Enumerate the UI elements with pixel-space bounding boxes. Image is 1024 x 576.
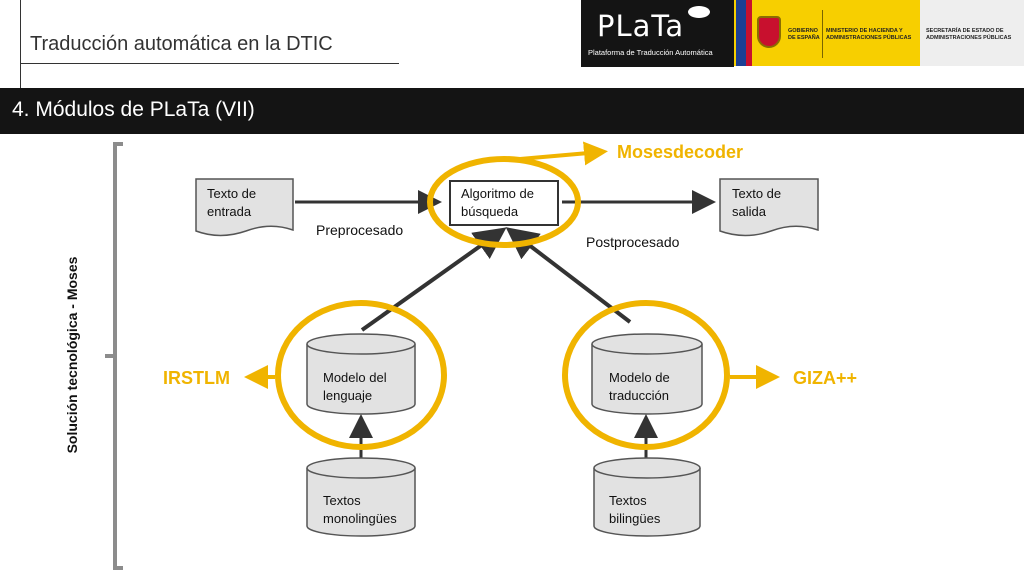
node-search-shape (449, 180, 559, 226)
node-output-line1: Texto de (732, 186, 782, 201)
tool-label-irstlm: IRSTLM (163, 368, 230, 388)
node-tm-line2: traducción (609, 388, 669, 403)
arrow-to-decoder-label (519, 141, 608, 166)
node-search-label: Algoritmo de búsqueda (461, 185, 534, 221)
node-mono-shape (306, 457, 416, 537)
secretaria-logo: SECRETARÍA DE ESTADO DE ADMINISTRACIONES… (920, 0, 1024, 66)
node-tm-line1: Modelo de (609, 370, 670, 385)
node-input-label: Texto de entrada (207, 185, 256, 221)
header-vertical-line (20, 0, 21, 88)
government-logo-separator (822, 10, 823, 58)
plata-logo-subtitle: Plataforma de Traducción Automática (588, 48, 713, 57)
decoder-highlight-ring (427, 156, 581, 248)
header-underline (20, 63, 399, 64)
node-search-line1: Algoritmo de (461, 186, 534, 201)
node-output-shape (719, 178, 819, 237)
header-title: Traducción automática en la DTIC (30, 33, 333, 55)
node-tm-label: Modelo de traducción (609, 369, 670, 405)
tool-label-mosesdecoder: Mosesdecoder (617, 142, 744, 162)
solution-bracket (105, 142, 123, 570)
section-title: 4. Módulos de PLaTa (VII) (12, 98, 255, 121)
plata-logo-word: PLaTa (597, 9, 685, 43)
node-input-shape (195, 178, 294, 237)
edge-label-preprocesado: Preprocesado (316, 222, 404, 238)
node-lm-line2: lenguaje (323, 388, 373, 403)
node-mono-label: Textos monolingües (323, 492, 397, 528)
node-bi-label: Textos bilingües (609, 492, 660, 528)
lm-highlight-ring (275, 300, 447, 450)
node-mono-line1: Textos (323, 493, 361, 508)
tm-highlight-ring (562, 300, 730, 450)
node-output-label: Texto de salida (732, 185, 781, 221)
secretaria-text: SECRETARÍA DE ESTADO DE ADMINISTRACIONES… (926, 28, 1012, 41)
coat-of-arms-icon (757, 16, 781, 48)
node-input-line2: entrada (207, 204, 252, 219)
node-search-line2: búsqueda (461, 204, 519, 219)
node-lm-line1: Modelo del (323, 370, 387, 385)
edge-label-postprocesado: Postprocesado (586, 234, 680, 250)
speech-bubble-icon (688, 6, 710, 18)
node-bi-line2: bilingües (609, 511, 661, 526)
section-banner: 4. Módulos de PLaTa (VII) (0, 88, 1024, 134)
government-logo: GOBIERNO DE ESPAÑA MINISTERIO DE HACIEND… (734, 0, 920, 66)
node-lm-shape (306, 333, 416, 415)
node-lm-label: Modelo del lenguaje (323, 369, 387, 405)
node-input-line1: Texto de (207, 186, 257, 201)
side-label: Solución tecnológica - Moses (64, 256, 80, 454)
node-tm-shape (591, 333, 703, 415)
plata-logo: PLaTa Plataforma de Traducción Automátic… (581, 0, 734, 67)
tool-label-giza: GIZA++ (793, 368, 858, 388)
spain-flag-stripe (746, 0, 752, 66)
node-output-line2: salida (732, 204, 766, 219)
node-mono-line2: monolingües (323, 511, 397, 526)
gobierno-text: GOBIERNO DE ESPAÑA (788, 28, 820, 41)
node-bi-line1: Textos (609, 493, 647, 508)
node-bi-shape (593, 457, 701, 537)
ministerio-text: MINISTERIO DE HACIENDA Y ADMINISTRACIONE… (826, 28, 912, 41)
edge-lm-to-search (360, 227, 507, 332)
